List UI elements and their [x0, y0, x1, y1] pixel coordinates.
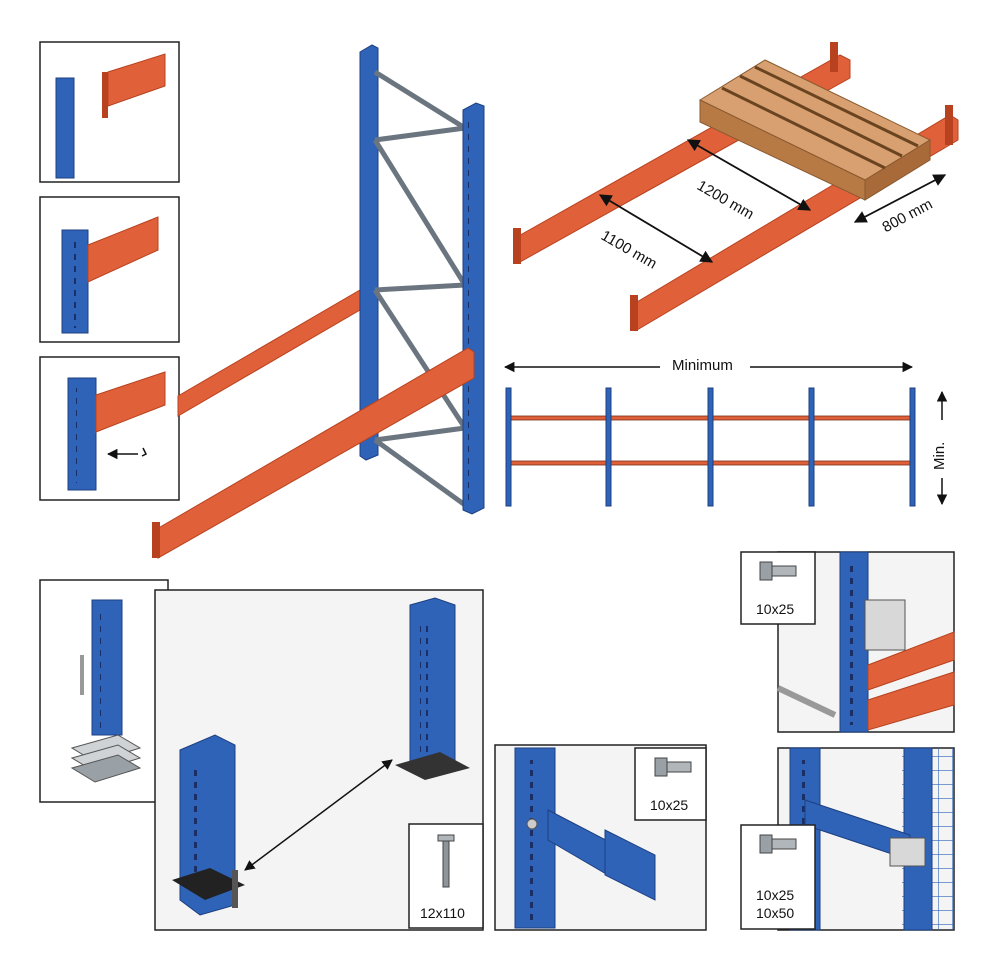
beam-insert-step-3: [39, 356, 180, 501]
front-elevation-view: [503, 361, 948, 507]
mesh-bracket-detail-view: [740, 747, 955, 931]
minimum-width-label: Minimum: [672, 357, 733, 374]
beam-insert-step-2: [39, 196, 180, 343]
minimum-height-label: Min.: [931, 441, 948, 470]
beam-insert-step-1: [39, 41, 180, 183]
base-plate-exploded-view: [39, 579, 169, 803]
connector-bolt-size-label: 10x25: [756, 601, 795, 617]
anchor-bolt-size-label: 12x110: [420, 905, 465, 921]
mesh-bolt-size-label-1: 10x25: [756, 887, 795, 903]
mesh-bolt-size-label-2: 10x50: [756, 905, 795, 921]
floor-anchoring-view: [154, 589, 484, 931]
beam-bracket-detail-view: [494, 744, 707, 931]
upright-frame: [152, 44, 485, 559]
bracket-bolt-size-label: 10x25: [650, 797, 689, 813]
connector-plate-detail-view: [740, 551, 955, 733]
pallet-on-beams-view: [513, 42, 959, 331]
